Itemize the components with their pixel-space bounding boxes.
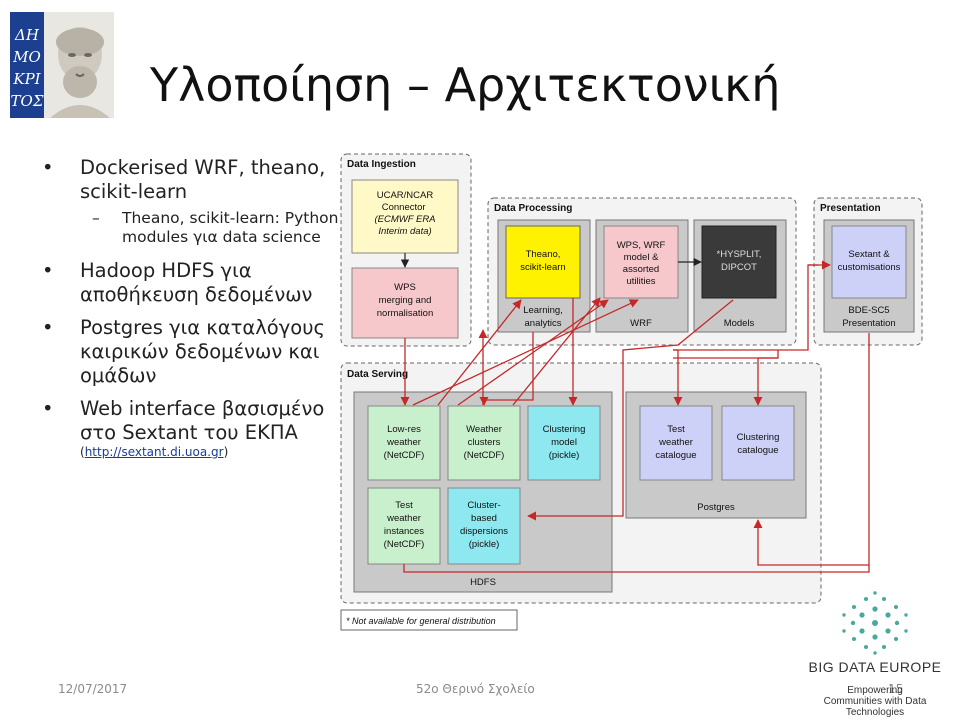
- sub-bullet-item: –Theano, scikit-learn: Python modules γι…: [92, 209, 339, 246]
- box-test-catalogue: [639, 405, 713, 481]
- bullet-text: Hadoop HDFS για αποθήκευση δεδομένων: [80, 259, 313, 306]
- footer-school: 52ο Θερινό Σχολείο: [416, 682, 535, 696]
- panel-wrf-label: WRF: [630, 318, 652, 329]
- group-label-serving: Data Serving: [347, 369, 408, 380]
- logo-line-1: ΔΗ: [14, 26, 40, 44]
- sextant-link[interactable]: http://sextant.di.uoa.gr: [84, 445, 224, 459]
- box-test-instances: [367, 487, 441, 565]
- box-clustering-catalogue: [721, 405, 795, 481]
- bullet-item: •Web interface βασισμένο στο Sextant του…: [42, 397, 325, 444]
- box-lowres: [367, 405, 441, 481]
- sub-bullet-text: Theano, scikit-learn: Python modules για…: [122, 209, 339, 246]
- bde-dots-icon: [842, 591, 908, 655]
- box-clustering-model: [527, 405, 601, 481]
- box-sextant: [831, 225, 907, 299]
- bullet-text: Postgres για καταλόγους καιρικών δεδομέν…: [80, 316, 325, 387]
- group-label-processing: Data Processing: [494, 203, 572, 214]
- box-hysplit-label: *HYSPLIT,DIPCOT: [717, 249, 762, 273]
- box-ucar-connector: [351, 179, 459, 254]
- logo-line-4: ΤΟΣ: [11, 92, 44, 110]
- sextant-link-line: (http://sextant.di.uoa.gr): [80, 445, 229, 459]
- bde-tagline: Empowering Communities with Data Technol…: [823, 685, 927, 718]
- footer-page-number: 15: [888, 682, 904, 696]
- democritus-logo: ΔΗ ΜΟ ΚΡΙ ΤΟΣ: [10, 12, 114, 118]
- panel-postgres-label: Postgres: [697, 502, 735, 513]
- group-label-ingestion: Data Ingestion: [347, 159, 416, 170]
- box-wps-wrf: [603, 225, 679, 299]
- footer-date: 12/07/2017: [58, 682, 128, 696]
- panel-learning-label: Learning,analytics: [523, 305, 563, 329]
- bullet-text: Web interface βασισμένο στο Sextant του …: [80, 397, 325, 444]
- bullet-list: •Dockerised WRF, theano, scikit-learn –T…: [42, 156, 342, 459]
- big-data-europe-logo: BIG DATA EUROPE Empowering Communities w…: [800, 585, 950, 718]
- note-box: [340, 609, 518, 631]
- bullet-text: Dockerised WRF, theano, scikit-learn: [80, 156, 326, 203]
- bullet-item: •Postgres για καταλόγους καιρικών δεδομέ…: [42, 316, 325, 387]
- bullet-item: •Dockerised WRF, theano, scikit-learn: [42, 156, 326, 203]
- logo-line-2: ΜΟ: [12, 48, 41, 66]
- note-text: * Not available for general distribution: [346, 616, 496, 626]
- box-sextant-label: Sextant &customisations: [838, 249, 901, 273]
- box-weather-clusters: [447, 405, 521, 481]
- panel-hdfs-label: HDFS: [470, 577, 496, 588]
- slide-title: Υλοποίηση – Αρχιτεκτονική: [150, 58, 781, 112]
- box-dispersions: [447, 487, 521, 565]
- box-theano-label: Theano,scikit-learn: [520, 249, 565, 273]
- bullet-item: •Hadoop HDFS για αποθήκευση δεδομένων: [42, 259, 313, 306]
- bde-name: BIG DATA EUROPE: [808, 659, 942, 675]
- box-theano: [505, 225, 581, 299]
- group-label-presentation: Presentation: [820, 203, 881, 214]
- box-hysplit: [701, 225, 777, 299]
- logo-line-3: ΚΡΙ: [12, 70, 41, 88]
- panel-models-label: Models: [724, 318, 755, 329]
- box-wps: [351, 267, 459, 339]
